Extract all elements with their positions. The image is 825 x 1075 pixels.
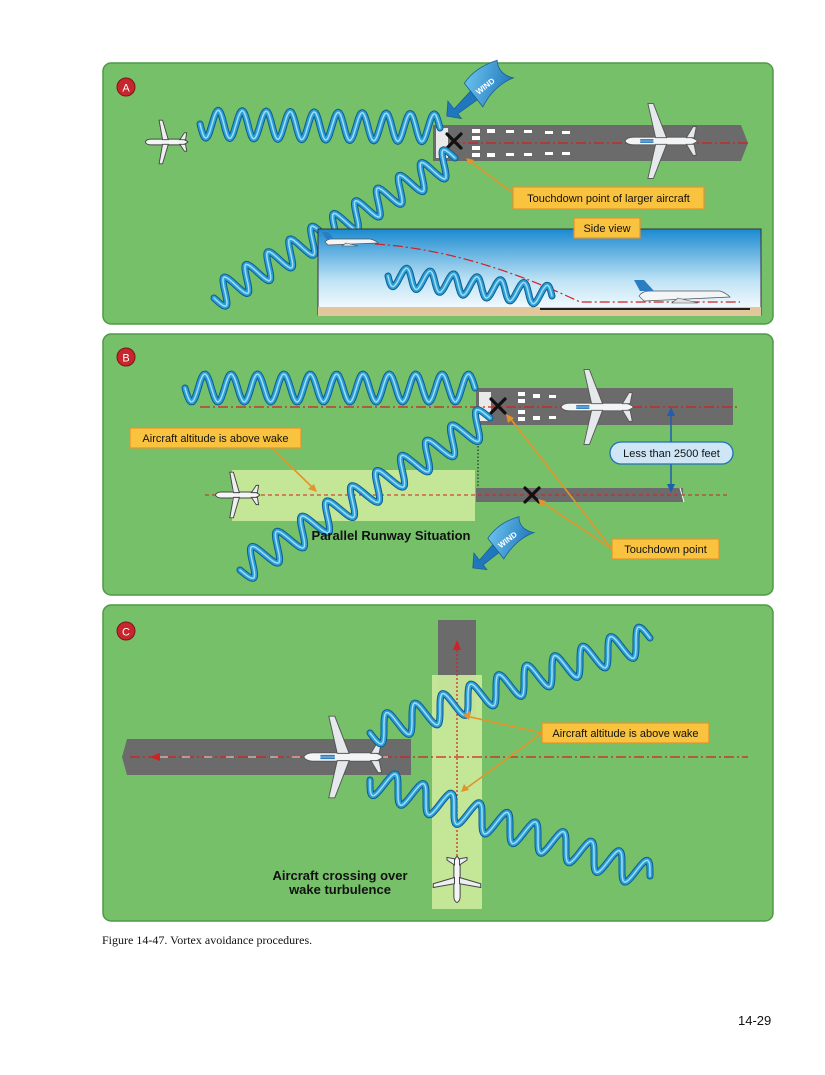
- panel-b-badge: [116, 347, 136, 367]
- panel-c-title-line2: wake turbulence: [288, 882, 391, 897]
- panel-b-title: Parallel Runway Situation: [312, 528, 471, 543]
- side-view-vortex: [384, 264, 556, 308]
- side-view-inset: [317, 228, 762, 316]
- wind-arrow-a: WIND: [446, 59, 515, 120]
- panel-c-letter: C: [122, 627, 130, 639]
- wake-vortex-b-upper: [181, 370, 479, 406]
- distance-callout-text: Less than 2500 feet: [623, 448, 720, 460]
- distance-callout: [609, 441, 734, 465]
- wake-vortex-c-lower: [366, 770, 654, 886]
- altitude-callout-b: [129, 427, 302, 449]
- panel-b: B Less than 2500: [102, 333, 774, 596]
- touchdown-callout-a: [512, 186, 705, 210]
- page-number: 14-29: [738, 1013, 772, 1028]
- wake-vortex-c-upper: [366, 623, 654, 748]
- panel-b-letter: B: [122, 353, 129, 365]
- panel-c: C Aircraft altitude is above wake Aircra…: [102, 604, 774, 922]
- panel-a: A WIND: [102, 59, 774, 325]
- side-view-label-box: [573, 217, 641, 239]
- wake-vortex-a-upper: [196, 106, 444, 146]
- panel-a-badge: [116, 77, 136, 97]
- runway-a: [433, 125, 748, 161]
- figure-caption: Figure 14-47. Vortex avoidance procedure…: [102, 933, 313, 947]
- panel-c-badge: [116, 621, 136, 641]
- wake-vortex-b-lower: [236, 406, 494, 582]
- touchdown-leader-a: [467, 159, 521, 199]
- touchdown-callout-b-text: Touchdown point: [624, 544, 707, 556]
- wind-arrow-b: WIND: [472, 516, 536, 571]
- panel-a-letter: A: [122, 83, 130, 95]
- altitude-callout-b-text: Aircraft altitude is above wake: [142, 433, 288, 445]
- panel-c-title-line1: Aircraft crossing over: [272, 868, 407, 883]
- altitude-callout-c-text: Aircraft altitude is above wake: [552, 728, 698, 740]
- wake-vortex-a-lower: [210, 146, 459, 310]
- side-view-label: Side view: [583, 223, 630, 235]
- touchdown-callout-a-text: Touchdown point of larger aircraft: [527, 193, 690, 205]
